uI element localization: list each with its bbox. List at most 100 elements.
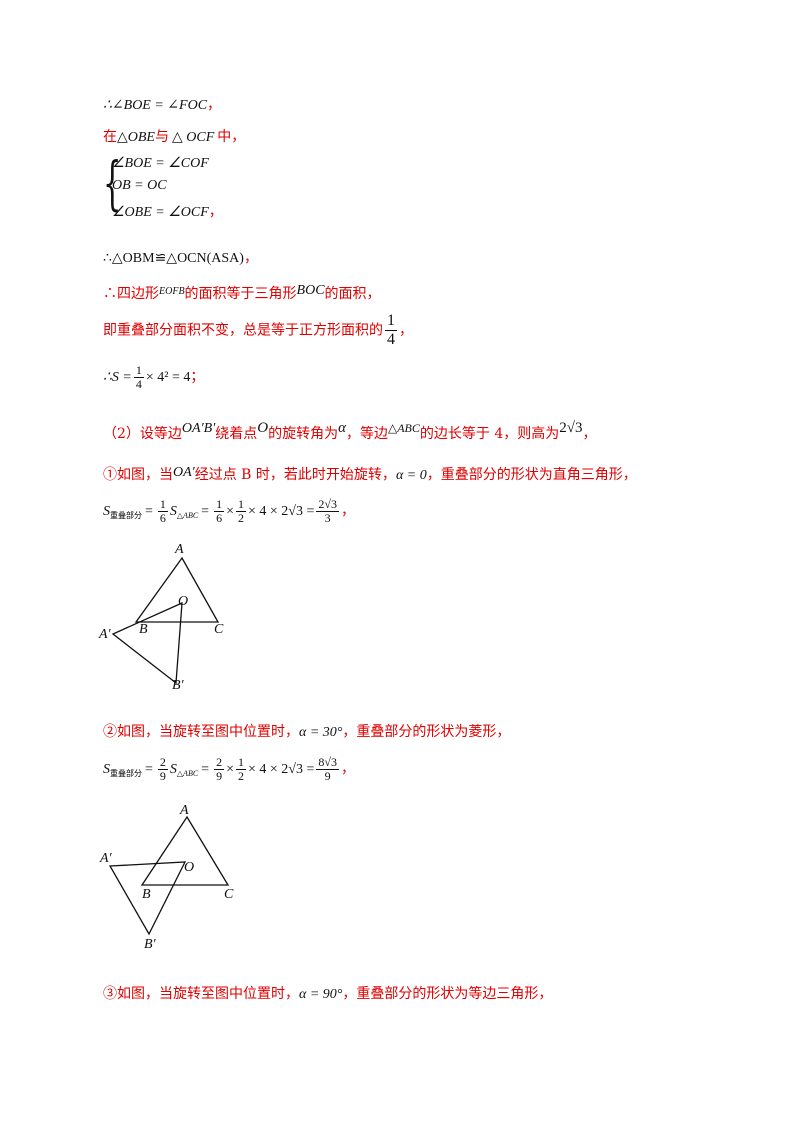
numerator: 1 (133, 362, 144, 378)
product: × 4 × 2√3 = (247, 504, 315, 519)
system-row-2: OB = OC (112, 178, 167, 193)
text-case3-when: ③如图，当旋转至图中位置时， (103, 986, 299, 1002)
denominator: 3 (324, 510, 331, 525)
quad-eofb: EOFB (159, 286, 185, 297)
text-right-triangle: ，重叠部分的形状为直角三角形， (426, 467, 637, 483)
text-zhong: 中， (217, 129, 246, 145)
numerator: 8√3 (316, 754, 339, 770)
s-symbol: S (103, 762, 110, 777)
triangle-abc-shape (134, 556, 220, 623)
label-a-prime: A′ (98, 627, 112, 642)
figure-2: A O B C A′ B′ (99, 803, 234, 952)
label-o: O (178, 594, 188, 609)
text-therefore-quad: ∴四边形 (103, 286, 159, 302)
numerator: 2 (157, 754, 168, 770)
alpha-90: α = 90° (299, 987, 343, 1002)
triangle-boc: BOC (296, 283, 325, 298)
height-value: 2√3 (559, 420, 583, 436)
case-3-text: ③如图，当旋转至图中位置时，α = 90°，重叠部分的形状为等边三角形， (103, 985, 552, 1004)
equals: = (201, 762, 210, 777)
text-area: 的面积， (324, 286, 381, 302)
part-2-setup: （2）设等边OA′B′绕着点O的旋转角为α，等边△ABC的边长等于 4，则高为2… (103, 419, 596, 443)
text-case2-when: ②如图，当旋转至图中位置时， (103, 724, 299, 740)
label-b: B (142, 887, 151, 902)
s-symbol: S (103, 504, 110, 519)
system-row-1: ∠BOE = ∠COF (112, 156, 209, 171)
text-passes-b: 经过点 B 时，若此时开始旋转， (194, 467, 396, 483)
text-equilateral: ，等边 (345, 426, 388, 442)
label-o: O (184, 860, 194, 875)
text-rotation-angle: 的旋转角为 (268, 426, 339, 442)
text-rhombus: ，重叠部分的形状为菱形， (342, 724, 511, 740)
numerator: 2 (214, 754, 225, 770)
alpha: α (338, 420, 346, 436)
equals: = (145, 504, 153, 519)
text-area-equal-triangle: 的面积等于三角形 (184, 286, 297, 302)
comma: ， (207, 97, 222, 113)
comma: ， (340, 761, 355, 777)
label-b-prime: B′ (172, 678, 185, 693)
area-equal-line: ∴四边形EOFB的面积等于三角形BOC的面积， (103, 282, 381, 303)
s-subscript: 重叠部分 (110, 511, 142, 520)
case-2-text: ②如图，当旋转至图中位置时，α = 30°，重叠部分的形状为菱形， (103, 723, 510, 742)
triangle-obe: △OBE (117, 130, 155, 145)
triangle-oa-b-prime-shape (111, 601, 183, 685)
label-a: A (174, 542, 184, 557)
denominator: 2 (237, 768, 244, 783)
congruence-line: ∴△OBM≌△OCN(ASA)， (103, 249, 258, 268)
numerator: 1 (214, 496, 225, 512)
s-subscript-abc: △ABC (176, 769, 199, 778)
equals: = (145, 762, 153, 777)
equals: = (201, 504, 210, 519)
denominator: 4 (135, 376, 142, 391)
triangle-oa-b-prime-shape (108, 861, 187, 936)
left-brace: { (103, 149, 122, 217)
label-a-prime: A′ (99, 851, 113, 866)
denominator: 9 (216, 768, 223, 783)
text-set-equilateral: （2）设等边 (103, 426, 182, 442)
denominator: 9 (159, 768, 166, 783)
comma: ， (582, 426, 597, 442)
times: × (226, 504, 234, 519)
times: × (226, 762, 234, 777)
s-subscript: 重叠部分 (110, 769, 142, 778)
comma: ， (243, 250, 258, 266)
alpha-zero: α = 0 (395, 468, 427, 483)
text-around-point: 绕着点 (215, 426, 258, 442)
area-calc: × 4² = 4 (145, 370, 191, 385)
text-zai: 在 (103, 129, 117, 145)
alpha-30: α = 30° (299, 725, 343, 740)
product: × 4 × 2√3 = (247, 762, 315, 777)
s-equals: ∴S = (103, 370, 132, 385)
comma: ， (399, 322, 413, 339)
system-row-3-text: ∠OBE = ∠OCF (112, 205, 209, 220)
text-case1-when: ①如图，当 (103, 467, 173, 483)
s-symbol-2: S (169, 762, 177, 777)
label-c: C (214, 622, 224, 637)
label-a: A (179, 803, 189, 818)
denominator: 4 (387, 331, 395, 348)
denominator: 9 (324, 768, 331, 783)
triangle-ocf: △ OCF (171, 130, 215, 145)
equation-system: { ∠BOE = ∠COF OB = OC ∠OBE = ∠OCF， (103, 149, 243, 221)
denominator: 6 (159, 510, 166, 525)
text-side-length-height: 的边长等于 4，则高为 (419, 426, 560, 442)
triangle-abc-shape (140, 815, 230, 886)
conclusion-angle-line: ∴∠BOE = ∠FOC， (103, 96, 221, 115)
numerator: 2√3 (316, 496, 339, 512)
system-row-3: ∠OBE = ∠OCF， (112, 201, 223, 221)
text-equilateral-triangle: ，重叠部分的形状为等边三角形， (342, 986, 553, 1002)
